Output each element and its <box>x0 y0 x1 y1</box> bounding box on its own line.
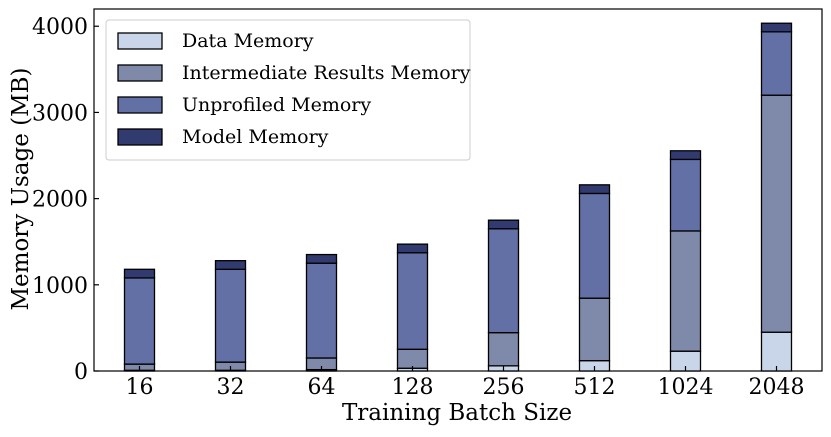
bar-1024-series-1 <box>669 230 702 352</box>
legend-swatch-3 <box>117 128 163 146</box>
bar-32-series-3 <box>214 260 247 270</box>
legend-label-1: Intermediate Results Memory <box>182 62 471 84</box>
bar-256-series-1 <box>487 331 520 367</box>
bar-1024-series-3 <box>669 150 702 161</box>
bar-2048-series-1 <box>760 94 793 333</box>
y-tick-label: 3000 <box>32 101 88 126</box>
bar-32-series-2 <box>214 268 247 363</box>
x-axis-label: Training Batch Size <box>342 400 572 426</box>
bar-512-series-1 <box>578 297 611 362</box>
bar-512-series-2 <box>578 192 611 299</box>
legend-swatch-1 <box>117 64 163 82</box>
y-tick-label: 0 <box>74 360 88 385</box>
bar-2048-series-3 <box>760 22 793 33</box>
bar-128-series-2 <box>396 252 429 350</box>
x-tick-label: 64 <box>308 375 336 400</box>
x-tick-label: 128 <box>392 375 434 400</box>
x-tick-label: 32 <box>217 375 245 400</box>
x-tick-label: 16 <box>126 375 154 400</box>
y-tick-label: 2000 <box>32 188 88 213</box>
x-tick-label: 2048 <box>749 375 805 400</box>
bar-2048-series-0 <box>760 331 793 372</box>
bar-256-series-2 <box>487 228 520 334</box>
bar-16-series-3 <box>123 268 156 279</box>
legend-swatch-0 <box>117 32 163 50</box>
x-tick-label: 1024 <box>658 375 714 400</box>
y-axis: 0 1000 2000 3000 4000 <box>32 15 99 385</box>
x-axis: 16 32 64 128 256 512 1024 2048 <box>126 366 805 400</box>
plot-area <box>93 8 823 372</box>
y-tick-label: 4000 <box>32 15 88 40</box>
y-axis-label: Memory Usage (MB) <box>8 67 34 310</box>
bar-256-series-3 <box>487 219 520 230</box>
legend-label-2: Unprofiled Memory <box>182 94 371 116</box>
bar-64-series-3 <box>305 253 338 264</box>
bar-64-series-2 <box>305 262 338 359</box>
x-tick-label: 512 <box>574 375 616 400</box>
bar-512-series-3 <box>578 184 611 195</box>
x-tick-label: 256 <box>483 375 525 400</box>
bar-16-series-2 <box>123 277 156 365</box>
plot-border <box>93 8 823 372</box>
bar-2048-series-2 <box>760 31 793 96</box>
legend-box <box>105 19 471 161</box>
bar-128-series-1 <box>396 348 429 369</box>
bar-1024-series-2 <box>669 158 702 232</box>
legend-label-3: Model Memory <box>182 126 329 148</box>
legend-label-0: Data Memory <box>182 30 314 52</box>
y-tick-label: 1000 <box>32 274 88 299</box>
bar-128-series-3 <box>396 243 429 254</box>
legend-swatch-2 <box>117 96 163 114</box>
